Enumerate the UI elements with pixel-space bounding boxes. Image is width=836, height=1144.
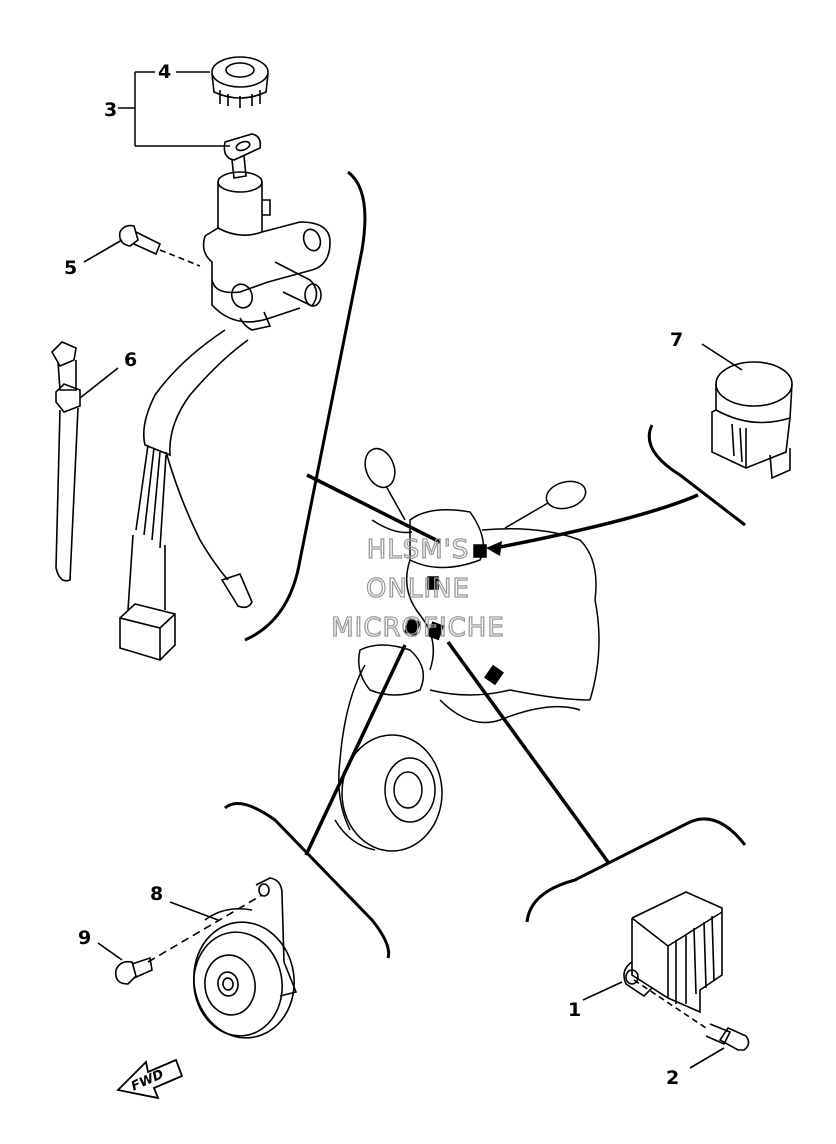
handlebar-cover: [409, 509, 485, 569]
watermark-line-3: MICROFICHE: [331, 613, 505, 643]
panel-leaders: [304, 473, 699, 864]
callout-1: 1: [568, 999, 581, 1021]
part-regulator: [582, 891, 723, 1014]
callout-6: 6: [124, 349, 137, 371]
callout-3: 3: [104, 99, 117, 121]
callout-8: 8: [150, 883, 163, 905]
leader-horn: [304, 644, 407, 856]
scooter-illustration: [334, 447, 600, 852]
panel-horn-outline: [224, 802, 391, 959]
watermark-line-1: HLSM'S: [367, 535, 470, 565]
part-cable-tie: [51, 341, 119, 582]
part-3-bracket: [118, 71, 230, 147]
horn-mount-marker: [484, 664, 504, 686]
panel-relay-outline: [647, 424, 746, 527]
callout-9: 9: [78, 927, 91, 949]
mirror-right: [545, 480, 587, 510]
regulator-mount-marker: [403, 617, 421, 637]
part-horn: [147, 877, 298, 1039]
callout-7: 7: [670, 329, 683, 351]
part-relay: [701, 343, 793, 480]
mirror-left: [364, 447, 396, 489]
relay-mount-marker: [473, 544, 487, 558]
fwd-arrow-icon: FWD: [116, 1058, 184, 1100]
part-main-switch: [119, 133, 331, 661]
leader-regulator: [446, 640, 610, 864]
part-screw-2: [633, 979, 750, 1069]
callout-2: 2: [666, 1067, 679, 1089]
callout-labels: 1 2 3 4 5 6 7 8 9: [64, 61, 683, 1089]
watermark: HLSM'S ONLINE MICROFICHE: [331, 534, 505, 643]
leader-relay-arrowhead: [486, 541, 502, 556]
ignition-mount-marker: [427, 576, 439, 590]
panel-regulator-outline: [525, 817, 747, 923]
part-lock-cover: [211, 56, 269, 108]
panel-ignition-outline: [244, 170, 367, 642]
front-wheel: [341, 734, 443, 852]
regulator-mount-marker-2: [427, 621, 445, 641]
callout-4: 4: [158, 61, 171, 83]
part-screw-9: [97, 942, 153, 985]
part-screw-5: [83, 224, 201, 267]
panel-outlines: [224, 170, 747, 959]
callout-5: 5: [64, 257, 77, 279]
leader-ignition: [306, 473, 441, 544]
leader-relay: [494, 493, 699, 550]
watermark-line-2: ONLINE: [366, 574, 470, 604]
